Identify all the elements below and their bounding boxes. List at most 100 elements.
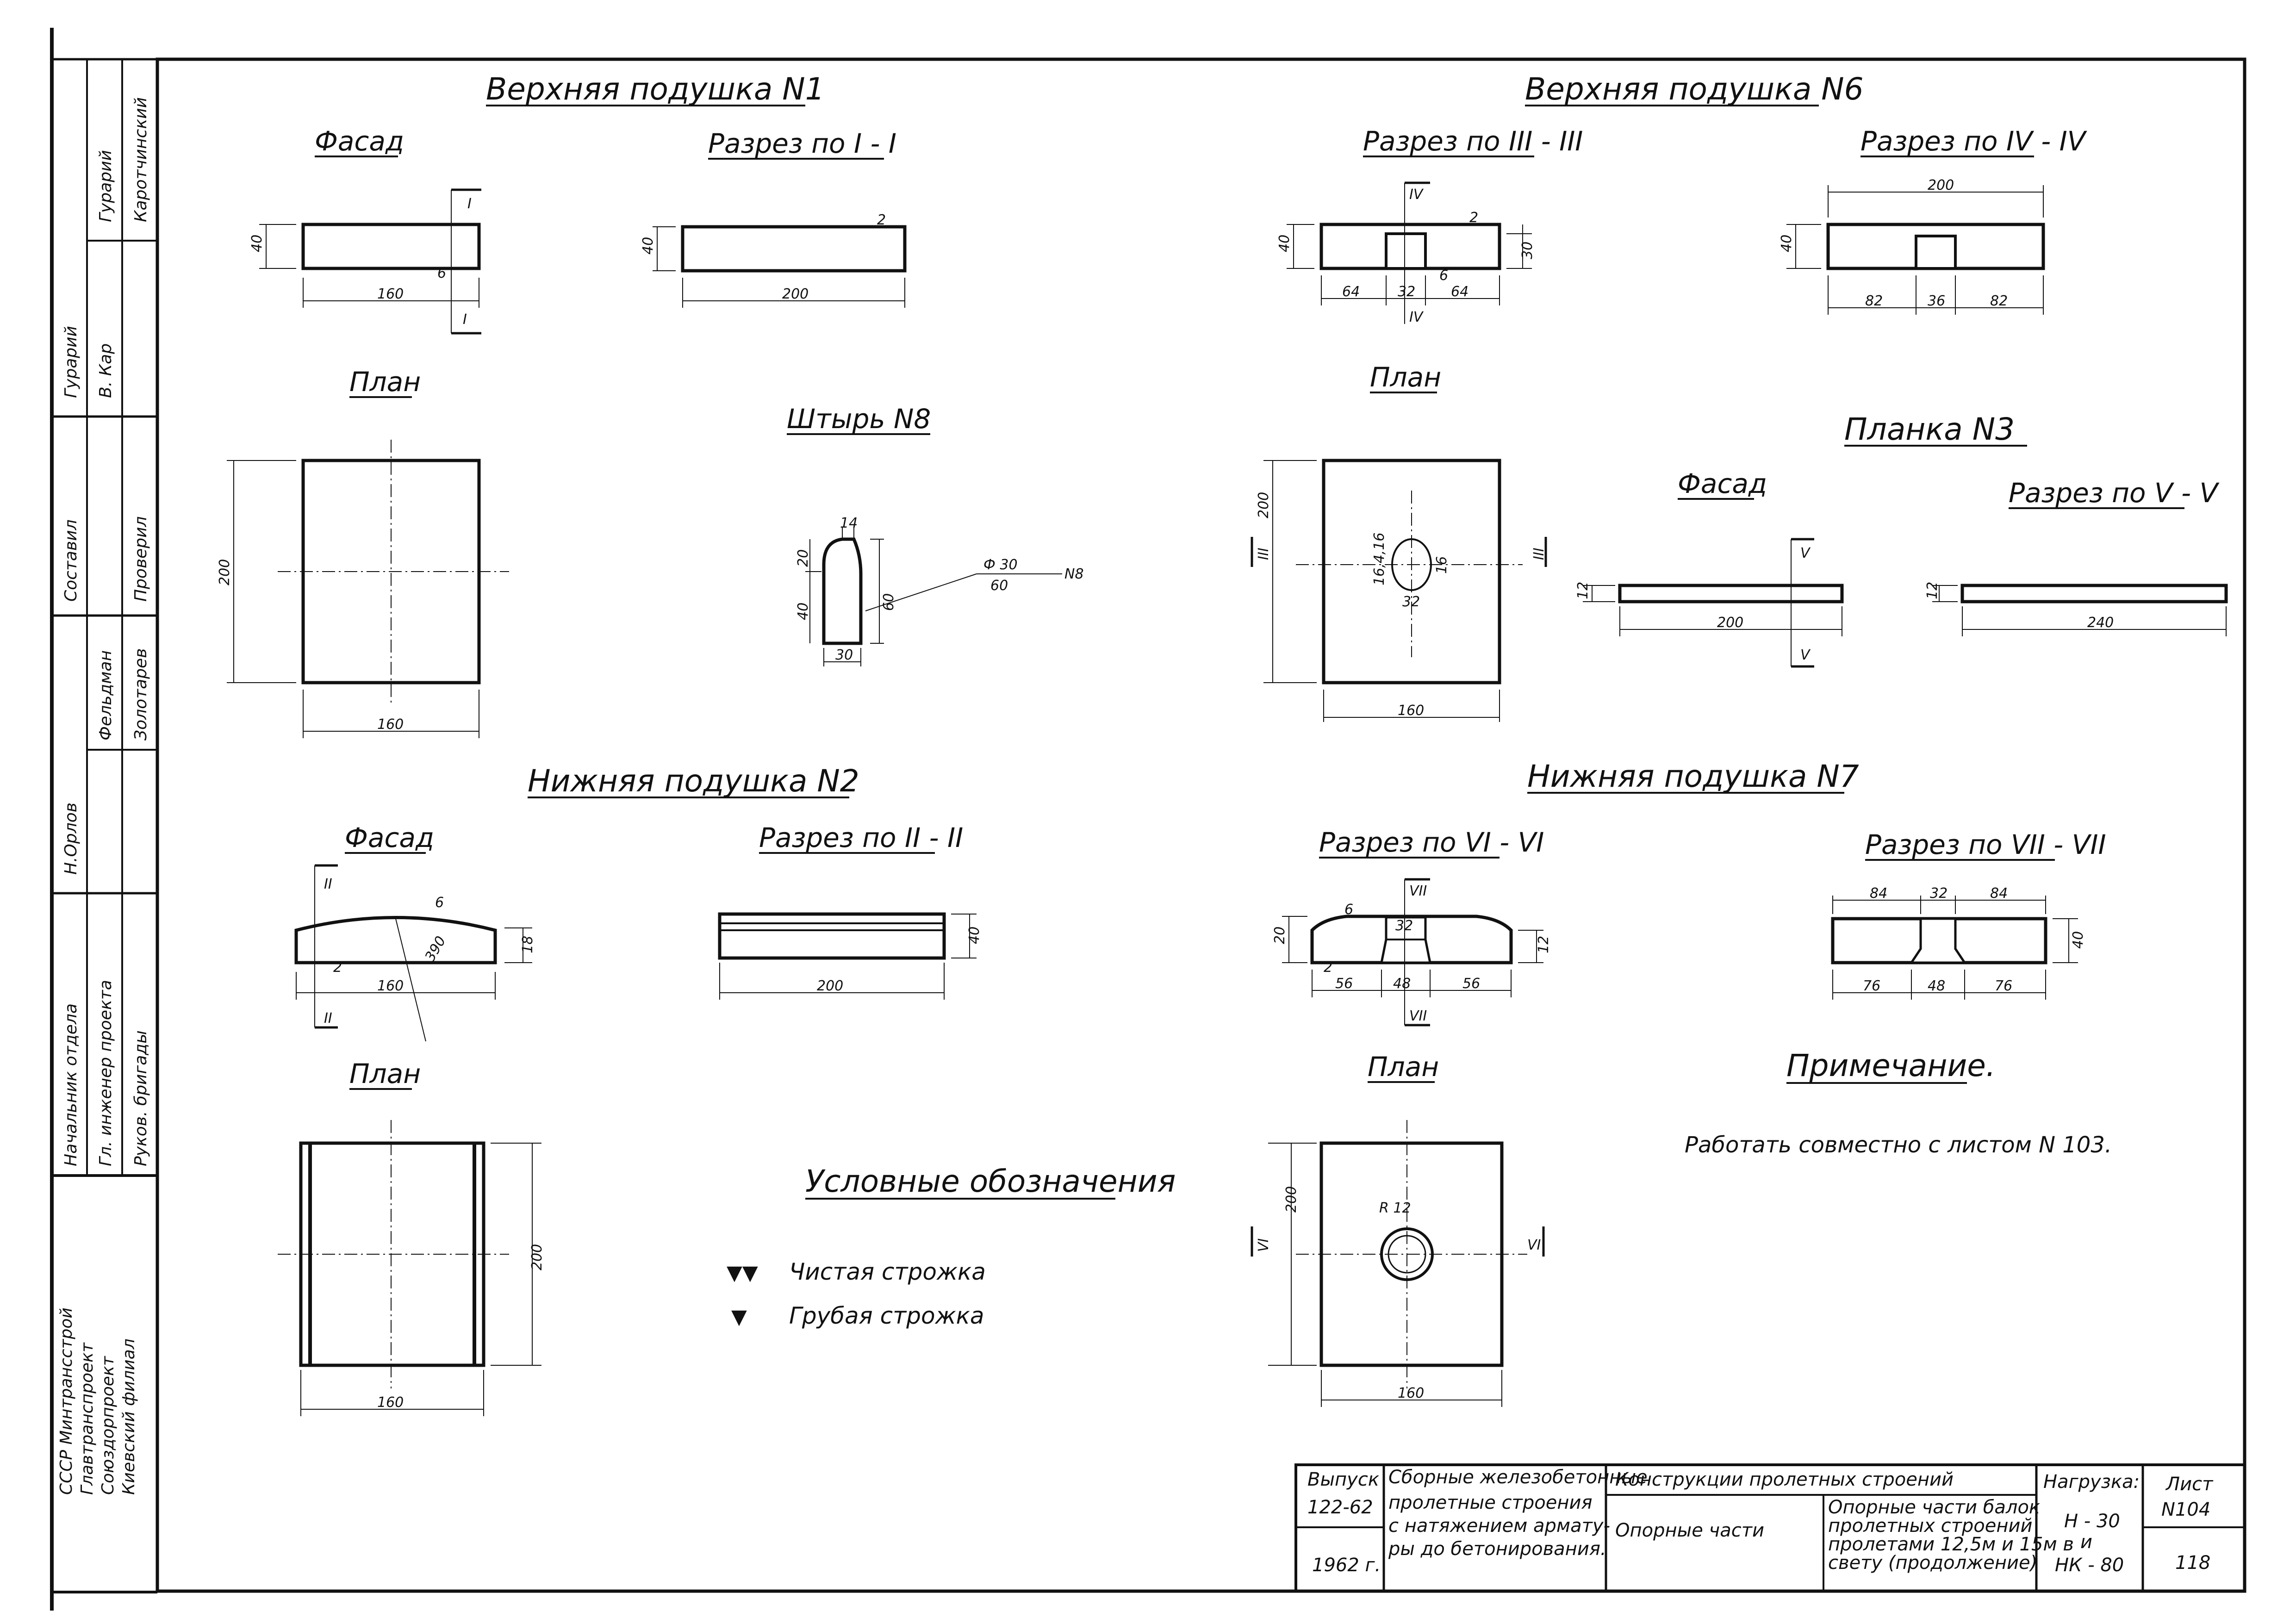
svg-text:6: 6 (437, 265, 446, 281)
svg-text:I: I (467, 196, 472, 212)
svg-text:2: 2 (333, 959, 342, 976)
org-line-2: Главтранспроект (78, 1342, 97, 1495)
name-feldman: Фельдман (96, 650, 115, 740)
project-line-2: пролетные строения (1388, 1492, 1593, 1513)
sheet-label: Лист (2165, 1474, 2214, 1495)
desc-line-4: свету (продолжение) (1828, 1552, 2037, 1574)
pad-1-section (681, 225, 907, 273)
org-line-4: Киевский филиал (119, 1338, 138, 1495)
svg-text:6: 6 (435, 895, 444, 911)
svg-text:60: 60 (990, 578, 1008, 594)
desc-line-2: пролетных строений (1828, 1515, 2033, 1537)
load-label: Нагрузка: (2043, 1471, 2140, 1493)
pad-6-plan (1322, 459, 1501, 684)
svg-text:18: 18 (520, 936, 536, 953)
pad-1-title: Верхняя подушка N1 (486, 71, 825, 107)
pin-8-shape (822, 537, 863, 645)
svg-text:I: I (463, 311, 467, 328)
svg-text:40: 40 (966, 927, 983, 944)
svg-text:82: 82 (1865, 293, 1883, 309)
svg-text:VI: VI (1527, 1237, 1541, 1253)
signature-2: Гурарий (62, 326, 81, 398)
bar-3-facade-label: Фасад (1678, 468, 1767, 499)
name-karotchinsky: Каротчинский (131, 97, 150, 222)
pad-6-plan-label: План (1370, 361, 1441, 393)
desc-line-1: Опорные части балок (1828, 1497, 2040, 1518)
svg-text:6: 6 (1344, 902, 1353, 918)
sheet-number: N104 (2161, 1499, 2210, 1520)
load-1: Н - 30 (2064, 1511, 2120, 1532)
signature-1: Н.Орлов (62, 803, 81, 875)
legend-group: Условные обозначения ▼▼ Чистая строжка ▼… (727, 1164, 1176, 1329)
org-line-1: СССР Минтрансстрой (57, 1307, 76, 1495)
role-checked: Проверил (131, 516, 150, 602)
svg-text:48: 48 (1393, 976, 1411, 992)
svg-text:160: 160 (1398, 703, 1424, 719)
legend-label-rough: Грубая строжка (789, 1302, 984, 1329)
pad-6-group: Верхняя подушка N6 Разрез по III - III 6… (1251, 71, 2088, 722)
bar-3-group: Планка N3 Фасад 200 12 V V Разрез по V -… (1575, 411, 2228, 668)
svg-text:IV: IV (1409, 309, 1424, 325)
pad-2-section-label: Разрез по II - II (759, 822, 963, 853)
pad-1-facade (301, 223, 481, 270)
project-line-1: Сборные железобетонные (1388, 1467, 1648, 1488)
role-head-of-dept: Начальник отдела (62, 1003, 81, 1166)
legend-label-fine: Чистая строжка (789, 1258, 986, 1285)
svg-text:160: 160 (1398, 1385, 1424, 1401)
svg-text:III: III (1531, 548, 1547, 560)
svg-text:16,4,16: 16,4,16 (1371, 532, 1388, 585)
svg-text:IV: IV (1409, 187, 1424, 203)
svg-text:VI: VI (1256, 1238, 1272, 1252)
sheet-frame (156, 57, 2246, 1593)
svg-text:40: 40 (1276, 235, 1293, 252)
issue-label: Выпуск (1307, 1469, 1379, 1490)
svg-text:2: 2 (1324, 959, 1332, 976)
svg-text:2: 2 (1469, 210, 1478, 226)
svg-text:6: 6 (1439, 268, 1448, 284)
svg-text:64: 64 (1342, 284, 1360, 300)
pad-6-title: Верхняя подушка N6 (1525, 71, 1864, 107)
project-line-4: ры до бетонирования. (1388, 1538, 1606, 1560)
svg-text:12: 12 (1575, 582, 1591, 599)
svg-text:30: 30 (835, 647, 853, 663)
svg-text:64: 64 (1451, 284, 1468, 300)
name-zolotarev: Золотарев (131, 648, 150, 740)
svg-text:160: 160 (377, 716, 404, 733)
bar-3-section-label: Разрез по V - V (2009, 477, 2220, 509)
load-2: и (2080, 1531, 2092, 1553)
svg-text:II: II (324, 876, 332, 892)
svg-text:32: 32 (1398, 284, 1415, 300)
bar-3-section (1960, 584, 2228, 604)
side-signature-block: СССР Минтрансстрой Главтранспроект Союзд… (52, 58, 157, 1495)
svg-text:2: 2 (877, 212, 886, 228)
pad-1-plan-label: План (349, 366, 421, 398)
bar-3-title: Планка N3 (1844, 411, 2015, 447)
pad-2-title: Нижняя подушка N2 (528, 763, 859, 799)
svg-text:14: 14 (840, 515, 858, 531)
pad-7-title: Нижняя подушка N7 (1527, 759, 1859, 794)
svg-text:160: 160 (377, 286, 404, 302)
svg-text:160: 160 (377, 1394, 404, 1411)
svg-text:200: 200 (782, 286, 809, 302)
legend-symbol-fine: ▼▼ (727, 1261, 758, 1285)
pad-1-group: Верхняя подушка N1 Фасад 160 40 6 I I Ра… (217, 71, 907, 738)
bar-3-facade (1618, 584, 1844, 604)
pad-1-facade-label: Фасад (315, 125, 404, 157)
pad-2-section (718, 912, 946, 960)
pin-8-title: Штырь N8 (787, 403, 931, 435)
svg-text:12: 12 (1924, 582, 1941, 599)
svg-text:R 12: R 12 (1379, 1200, 1411, 1216)
svg-text:V: V (1800, 647, 1811, 663)
svg-text:VII: VII (1409, 1008, 1427, 1024)
pad-2-group: Нижняя подушка N2 Фасад 160 18 390 6 2 I… (278, 763, 983, 1416)
svg-text:VII: VII (1409, 883, 1427, 899)
svg-text:40: 40 (640, 237, 656, 255)
svg-text:36: 36 (1928, 293, 1945, 309)
pad-6-section4-label: Разрез по IV - IV (1860, 125, 2088, 157)
svg-text:200: 200 (1717, 615, 1743, 631)
svg-text:390: 390 (422, 933, 449, 964)
page-number: 118 (2175, 1552, 2210, 1574)
legend-symbol-rough: ▼ (731, 1305, 747, 1329)
svg-text:III: III (1256, 548, 1272, 560)
svg-text:16: 16 (1434, 556, 1450, 574)
